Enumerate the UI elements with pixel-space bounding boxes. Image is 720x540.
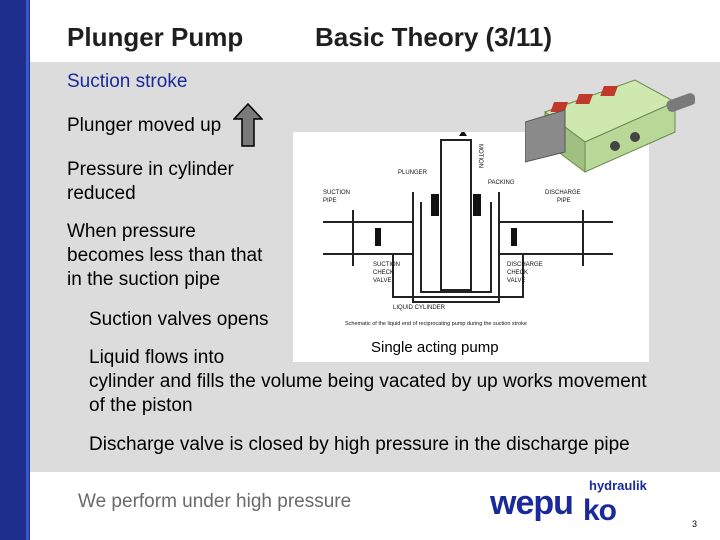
text-when-line1: When pressure <box>67 221 196 242</box>
label-suction-valve-3: VALVE <box>373 278 391 284</box>
text-pressure-line1: Pressure in cylinder <box>67 159 234 180</box>
label-discharge-valve-1: DISCHARGE <box>507 262 543 268</box>
label-packing: PACKING <box>488 180 515 186</box>
footer-slogan: We perform under high pressure <box>78 491 352 512</box>
page-number: 3 <box>692 519 698 529</box>
label-discharge-pipe-1: DISCHARGE <box>545 190 581 196</box>
left-accent-bar <box>0 0 30 540</box>
text-liquid-line2: cylinder and fills the volume being vaca… <box>89 371 647 392</box>
slide-title: Plunger Pump <box>67 22 244 52</box>
text-discharge: Discharge valve is closed by high pressu… <box>89 434 630 455</box>
up-arrow-icon <box>233 103 263 147</box>
label-motion: MOTION <box>477 144 483 168</box>
left-accent-stripe <box>26 0 29 540</box>
text-pressure-line2: reduced <box>67 183 136 204</box>
wepuko-hydraulik-logo: wepu ko hydraulik <box>489 478 648 526</box>
label-suction-pipe-1: SUCTION <box>323 190 350 196</box>
pump-photo <box>525 79 695 173</box>
label-suction-valve-2: CHECK <box>373 270 394 276</box>
pump-schematic-diagram: PLUNGER PACKING SUCTION PIPE DISCHARGE P… <box>323 130 613 327</box>
svg-text:ko: ko <box>583 494 617 526</box>
diagram-caption: Single acting pump <box>371 339 499 356</box>
slide-section-title: Basic Theory (3/11) <box>315 22 552 52</box>
label-discharge-valve-2: CHECK <box>507 270 528 276</box>
label-suction-valve-1: SUCTION <box>373 262 400 268</box>
svg-text:hydraulik: hydraulik <box>589 478 648 493</box>
text-liquid-line3: of the piston <box>89 395 193 416</box>
text-plunger-moved: Plunger moved up <box>67 115 222 136</box>
label-plunger: PLUNGER <box>398 170 428 176</box>
subtitle: Suction stroke <box>67 71 188 92</box>
label-liquid-cylinder: LIQUID CYLINDER <box>393 305 446 311</box>
label-suction-pipe-2: PIPE <box>323 198 337 204</box>
text-when-line2: becomes less than that <box>67 245 263 266</box>
label-discharge-pipe-2: PIPE <box>557 198 571 204</box>
text-suction-valves: Suction valves opens <box>89 309 269 330</box>
schematic-caption: Schematic of the liquid end of reciproca… <box>345 321 527 327</box>
text-when-line3: in the suction pipe <box>67 269 221 290</box>
text-liquid-line1: Liquid flows into <box>89 347 225 368</box>
label-discharge-valve-3: VALVE <box>507 278 525 284</box>
svg-text:wepu: wepu <box>489 484 573 522</box>
